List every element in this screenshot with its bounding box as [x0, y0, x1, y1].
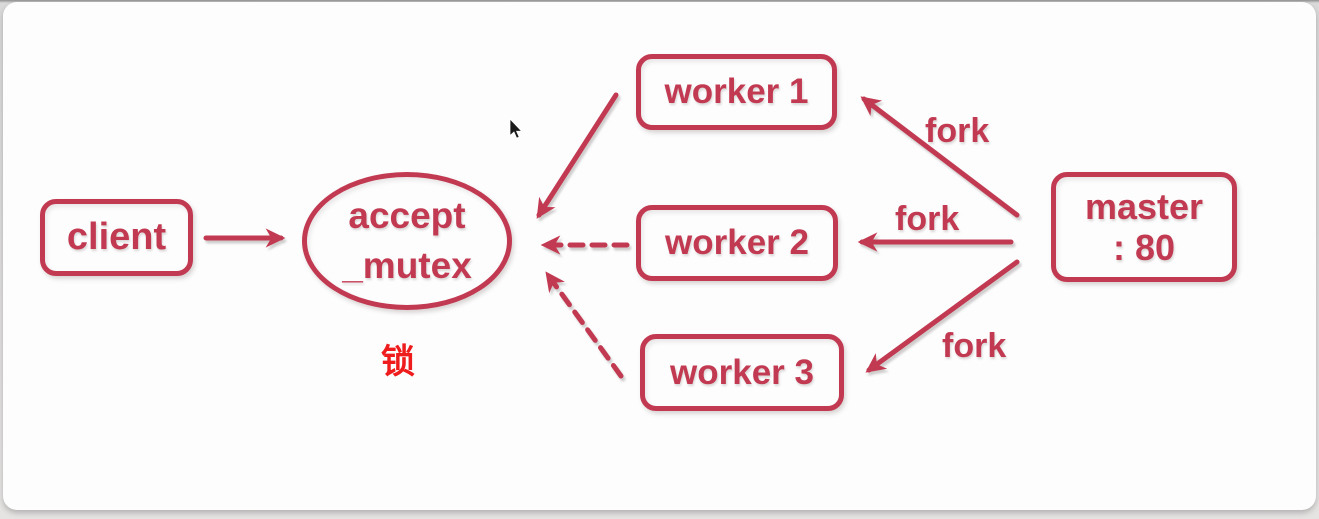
fork-label-worker3: fork: [942, 327, 1007, 365]
arrow-master-to-worker1: [860, 96, 1020, 218]
node-worker2: worker 2: [636, 205, 838, 281]
mouse-cursor-icon: [509, 118, 523, 139]
node-worker3: worker 3: [640, 334, 844, 411]
node-worker3-label: worker 3: [670, 352, 814, 392]
arrow-worker3-to-mutex: [545, 271, 624, 379]
node-master: master : 80: [1051, 172, 1237, 282]
node-worker2-label: worker 2: [665, 223, 809, 262]
fork-label-worker1: fork: [925, 112, 990, 150]
node-worker1: worker 1: [636, 54, 837, 130]
arrow-worker1-to-mutex: [536, 92, 619, 219]
arrow-master-to-worker3: [865, 259, 1020, 373]
accept-mutex-line1: accept: [348, 195, 466, 237]
node-worker1-label: worker 1: [664, 72, 809, 111]
node-master-line2: : 80: [1112, 227, 1176, 268]
fork-label-worker2: fork: [895, 200, 960, 238]
lock-label: 锁: [381, 343, 415, 381]
node-master-line1: master: [1084, 185, 1204, 227]
node-client-label: client: [66, 216, 167, 258]
node-accept-mutex: accept _mutex: [302, 172, 512, 310]
accept-mutex-line2: _mutex: [342, 245, 472, 286]
node-client: client: [40, 199, 193, 276]
